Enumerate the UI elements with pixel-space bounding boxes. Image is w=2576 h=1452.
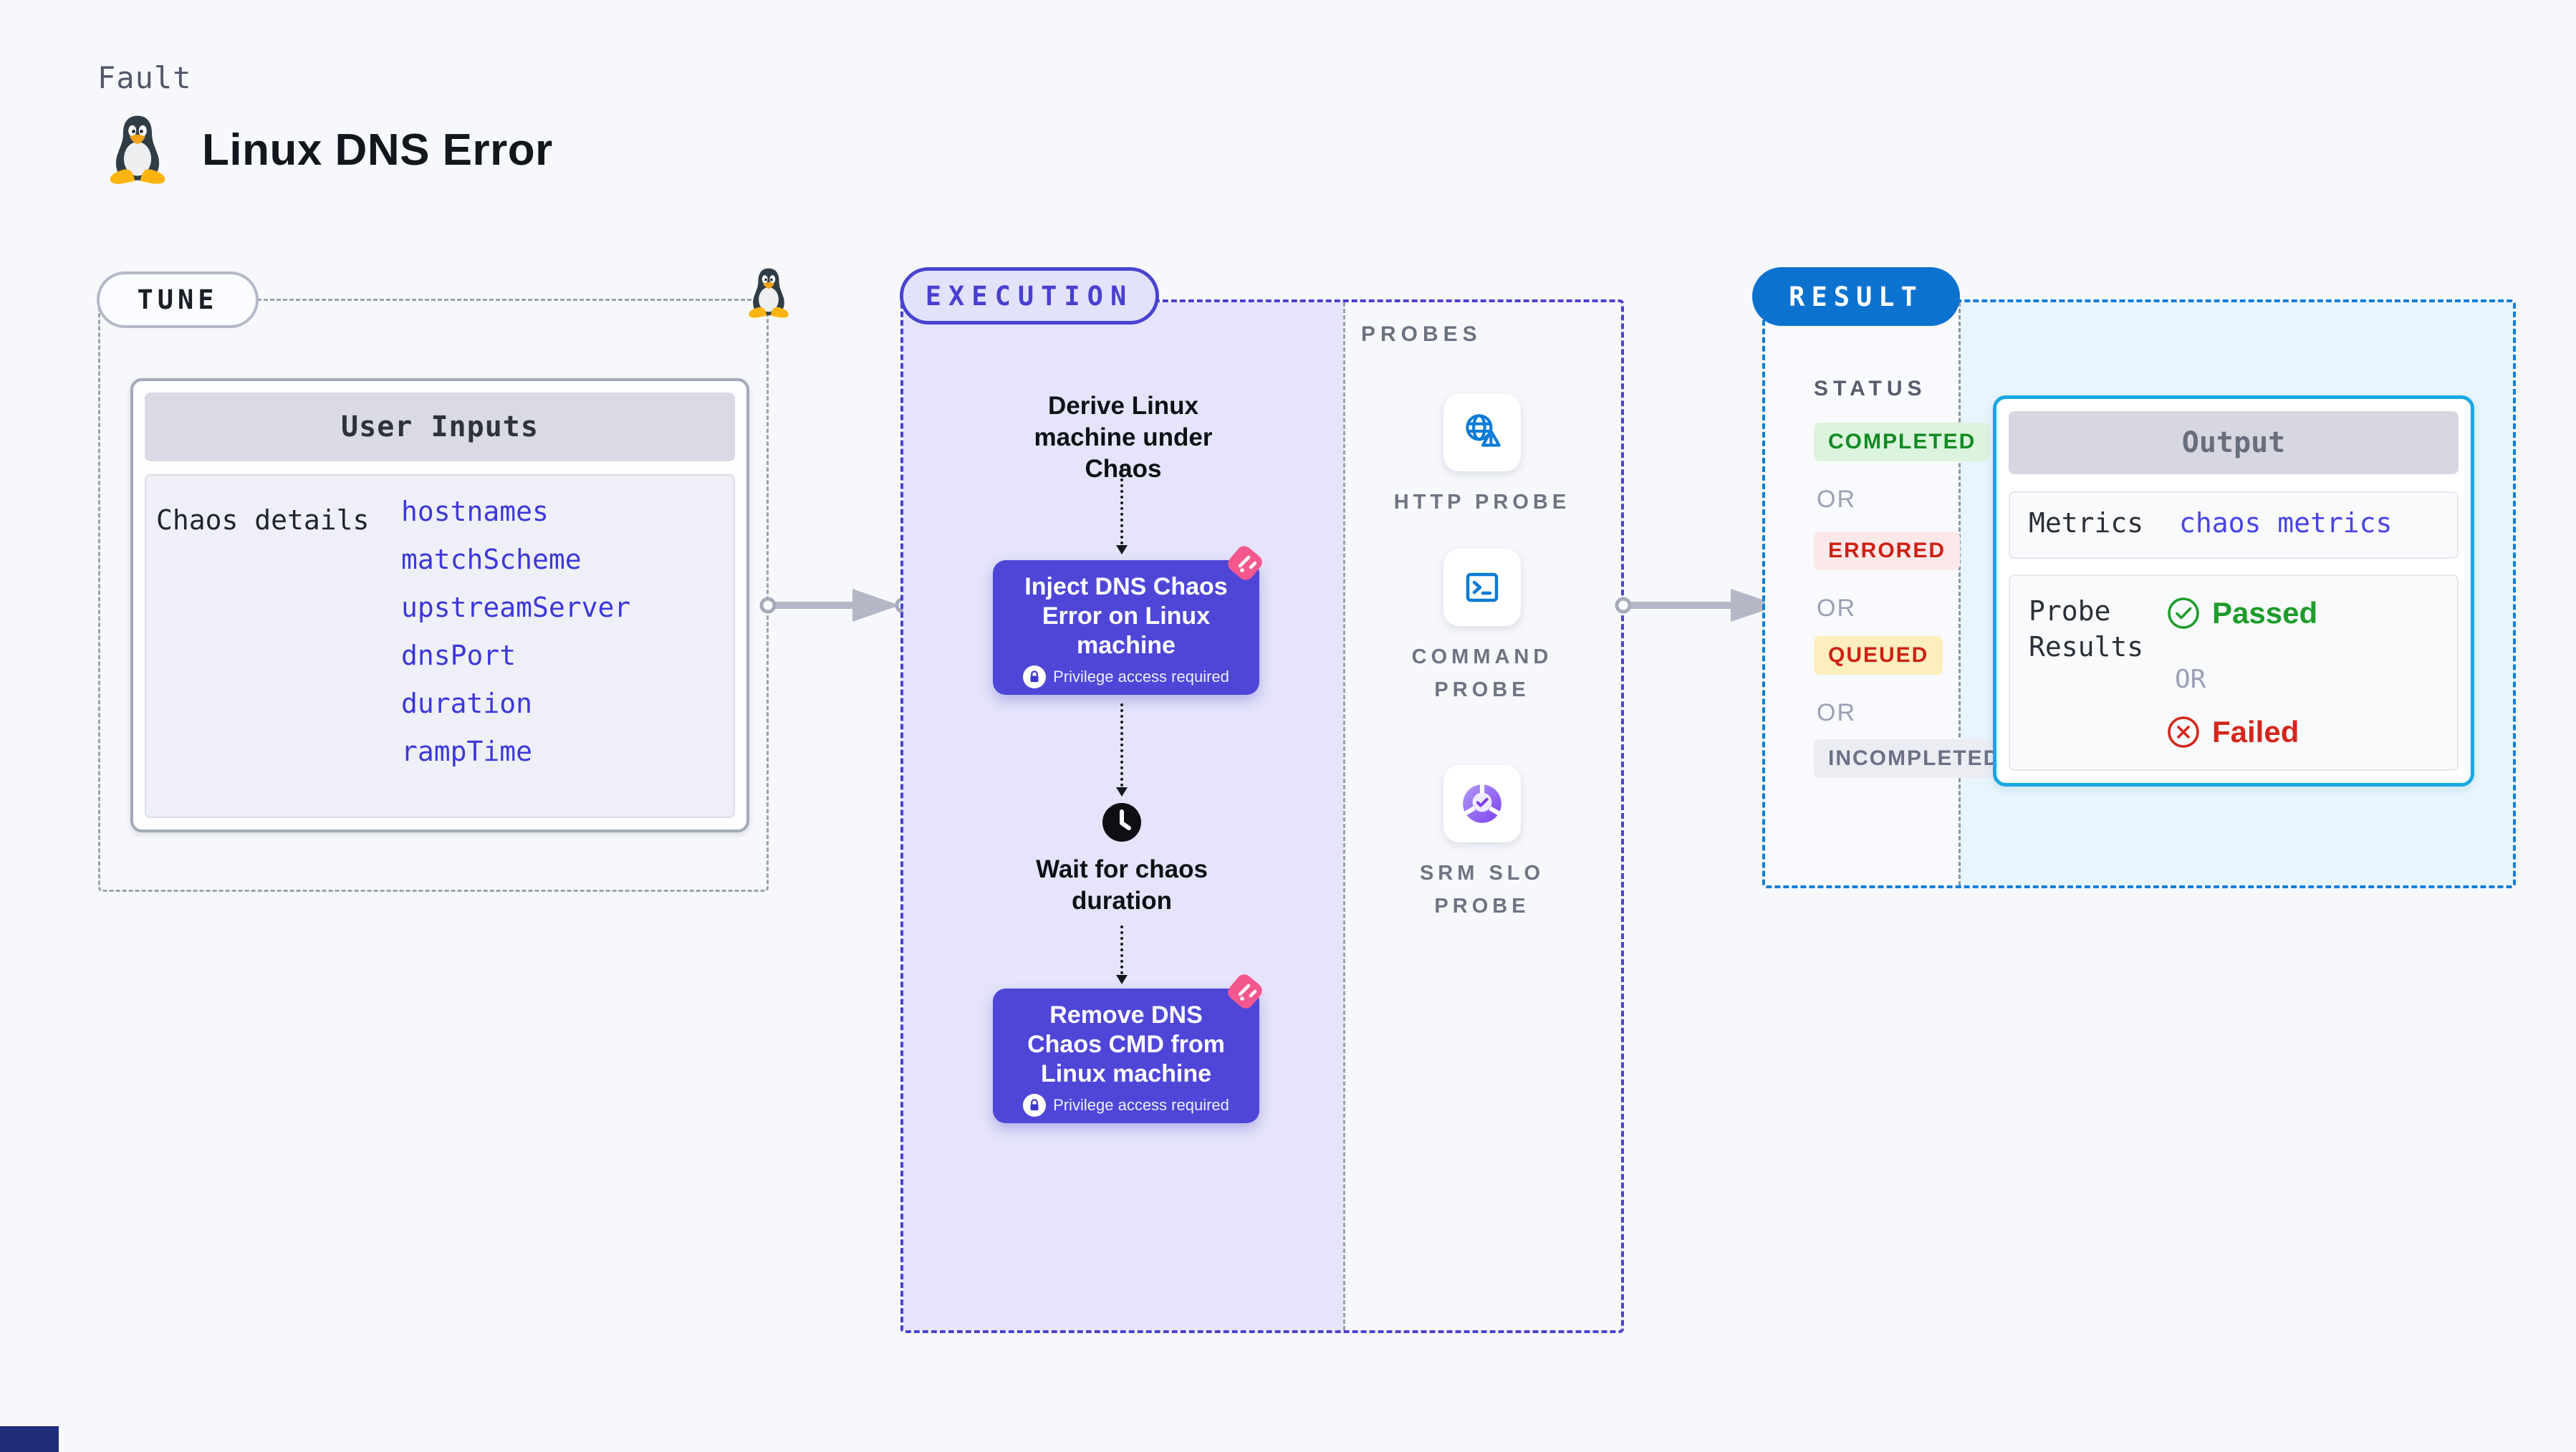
execution-section-label: EXECUTION xyxy=(900,267,1159,324)
globe-alert-icon xyxy=(1466,414,1501,447)
status-output-divider xyxy=(1959,302,1961,885)
derive-step-label: Derive Linux machine under Chaos xyxy=(1034,392,1213,483)
srm-slo-probe-label: SRM SLO PROBE xyxy=(1419,862,1545,918)
input-value: upstreamServer xyxy=(401,592,631,623)
failed-label: Failed xyxy=(2212,715,2299,749)
terminal-icon xyxy=(1466,572,1499,602)
status-badge-completed: COMPLETED xyxy=(1814,423,1991,461)
execution-probes-divider xyxy=(1343,302,1345,1330)
fault-kicker: Fault xyxy=(97,60,192,95)
command-probe-label: COMMAND PROBE xyxy=(1411,645,1553,701)
chaos-logo-icon xyxy=(1222,540,1268,586)
input-value: dnsPort xyxy=(401,640,516,671)
metrics-value: chaos metrics xyxy=(2179,507,2393,539)
remove-dns-chaos-node[interactable]: Remove DNS Chaos CMD from Linux machine … xyxy=(993,989,1259,1123)
probe-result-failed: Failed xyxy=(2166,715,2299,749)
privilege-note: Privilege access required xyxy=(1053,1096,1229,1114)
input-value: matchScheme xyxy=(401,544,582,575)
lock-icon xyxy=(1023,1094,1047,1117)
execution-section-box xyxy=(900,299,1624,1333)
arrow-right-icon xyxy=(759,589,911,622)
output-panel-title: Output xyxy=(2009,411,2459,474)
inject-dns-chaos-node[interactable]: Inject DNS Chaos Error on Linux machine … xyxy=(993,560,1259,695)
command-probe-card[interactable] xyxy=(1443,549,1521,626)
probe-results-label: Probe Results xyxy=(2029,595,2144,663)
input-value: rampTime xyxy=(401,736,533,767)
passed-label: Passed xyxy=(2212,596,2318,630)
status-badge-queued: QUEUED xyxy=(1814,636,1943,675)
slo-donut-check-icon xyxy=(1463,784,1501,823)
chaos-details-label: Chaos details xyxy=(156,504,370,536)
status-badge-errored: ERRORED xyxy=(1814,532,1961,570)
or-separator: OR xyxy=(1817,699,1856,726)
srm-slo-probe-card[interactable] xyxy=(1443,765,1521,842)
flow-arrow-down-icon xyxy=(1116,467,1128,554)
inject-step-title: Inject DNS Chaos Error on Linux machine xyxy=(1024,573,1228,659)
input-value: duration xyxy=(401,688,533,719)
clock-icon xyxy=(1102,803,1141,842)
probes-section-label: PROBES xyxy=(1361,322,1482,346)
wait-step-label: Wait for chaos duration xyxy=(1036,855,1208,915)
probe-results-row xyxy=(2009,574,2459,771)
user-inputs-body xyxy=(145,474,735,818)
http-probe-card[interactable] xyxy=(1443,394,1521,471)
input-value: hostnames xyxy=(401,496,549,527)
flow-arrow-down-icon xyxy=(1116,925,1128,984)
or-separator: OR xyxy=(1817,486,1856,513)
bottom-left-decoration xyxy=(0,1426,59,1452)
page-header: Linux DNS Error xyxy=(105,113,553,186)
result-section-label: RESULT xyxy=(1752,267,1960,326)
tune-section-label: TUNE xyxy=(97,271,259,328)
tux-icon xyxy=(110,115,165,184)
metrics-row xyxy=(2009,491,2459,559)
page-title: Linux DNS Error xyxy=(202,125,553,175)
probe-result-passed: Passed xyxy=(2166,596,2317,630)
user-inputs-title: User Inputs xyxy=(145,393,735,461)
tux-icon xyxy=(749,268,789,318)
check-circle-icon xyxy=(2168,597,2199,629)
status-label: STATUS xyxy=(1814,377,1927,400)
or-separator: OR xyxy=(1817,595,1856,622)
lock-icon xyxy=(1023,665,1047,688)
status-badge-incompleted: INCOMPLETED xyxy=(1814,739,2015,778)
chaos-logo-icon xyxy=(1222,968,1268,1014)
chaos-details-values: hostnames matchScheme upstreamServer dns… xyxy=(401,490,630,778)
flow-arrow-down-icon xyxy=(1116,703,1128,797)
privilege-note: Privilege access required xyxy=(1053,668,1229,686)
status-column xyxy=(1765,302,1959,885)
or-separator: OR xyxy=(2175,665,2206,694)
http-probe-label: HTTP PROBE xyxy=(1393,491,1571,514)
remove-step-title: Remove DNS Chaos CMD from Linux machine xyxy=(1027,1001,1225,1087)
tune-section-box xyxy=(98,299,769,892)
metrics-label: Metrics xyxy=(2029,507,2144,539)
x-circle-icon xyxy=(2168,716,2199,748)
